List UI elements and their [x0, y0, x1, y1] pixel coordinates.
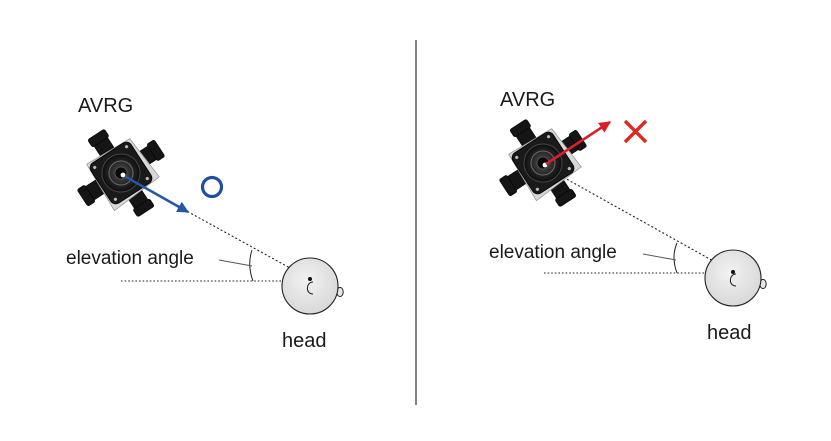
direction-arrow — [125, 175, 190, 214]
head-label: head — [707, 322, 752, 344]
circle-correct-icon — [200, 175, 224, 199]
angle-leader-line — [218, 259, 253, 267]
avrg-camera-device-icon — [56, 108, 186, 238]
elevation-angle-label: elevation angle — [66, 248, 194, 269]
angle-leader-line — [642, 253, 677, 261]
avrg-camera-device-icon — [478, 98, 608, 228]
avrg-label: AVRG — [500, 89, 555, 111]
head-center-dot — [308, 277, 312, 281]
head-top-view-icon — [281, 257, 344, 315]
elevation-angle-arc — [673, 242, 678, 274]
device-center-dot — [120, 172, 126, 178]
left-panel: AVRG elevation angle head — [56, 95, 344, 352]
head-top-view-icon — [704, 249, 767, 307]
avrg-label: AVRG — [78, 95, 133, 117]
elevation-angle-label: elevation angle — [489, 242, 617, 263]
cross-incorrect-icon — [623, 119, 648, 144]
direction-arrow — [545, 120, 611, 166]
head-center-dot — [731, 270, 735, 274]
head-label: head — [282, 330, 327, 352]
right-panel: AVRG elevation angle head — [478, 89, 767, 344]
